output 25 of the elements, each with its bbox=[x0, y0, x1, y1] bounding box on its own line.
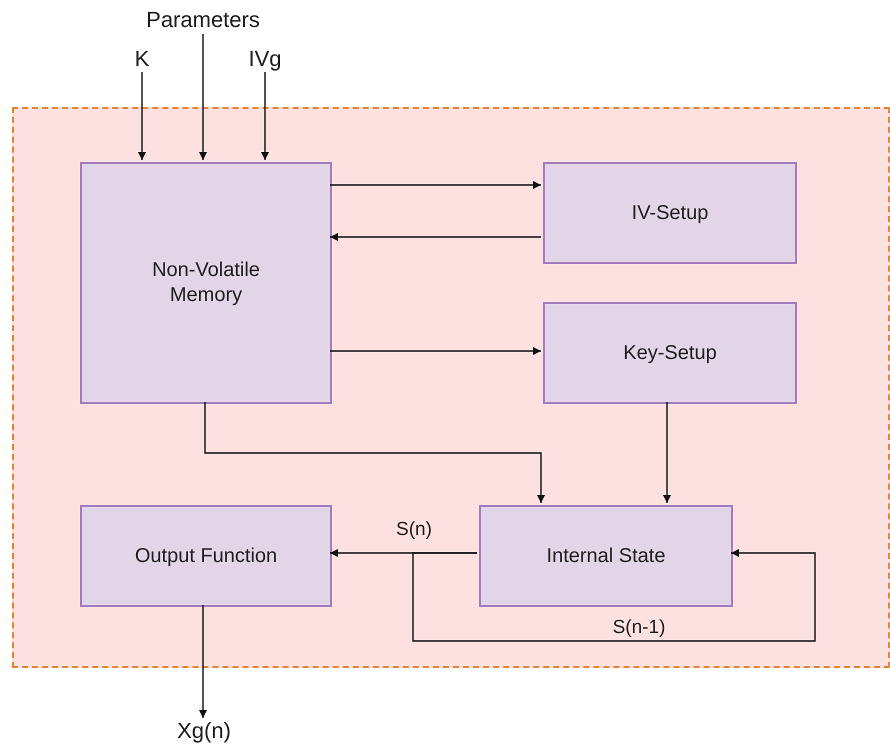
process-box bbox=[80, 505, 332, 607]
process-box bbox=[479, 505, 733, 607]
box-label: Output Function bbox=[134, 544, 278, 568]
input-label: Parameters bbox=[146, 6, 260, 34]
arrow bbox=[138, 72, 146, 160]
dashed-region bbox=[12, 107, 890, 668]
process-box bbox=[80, 162, 332, 404]
box-label: IV-Setup bbox=[632, 200, 708, 226]
input-label: IVg bbox=[248, 45, 282, 73]
arrow bbox=[330, 181, 541, 189]
box-label: Key-Setup bbox=[623, 340, 717, 366]
arrow bbox=[412, 549, 816, 642]
arrow bbox=[204, 402, 545, 503]
arrow bbox=[199, 34, 207, 160]
arrow bbox=[663, 402, 671, 503]
input-label: Xg(n) bbox=[177, 717, 231, 745]
process-box bbox=[543, 162, 797, 264]
arrow bbox=[330, 347, 541, 355]
box-label: Internal State bbox=[546, 544, 666, 568]
arrow bbox=[330, 233, 541, 241]
process-box bbox=[543, 302, 797, 404]
input-label: K bbox=[134, 45, 150, 73]
arrow bbox=[199, 605, 207, 718]
arrow bbox=[261, 72, 269, 160]
box-label: Non-Volatile Memory bbox=[151, 258, 261, 308]
